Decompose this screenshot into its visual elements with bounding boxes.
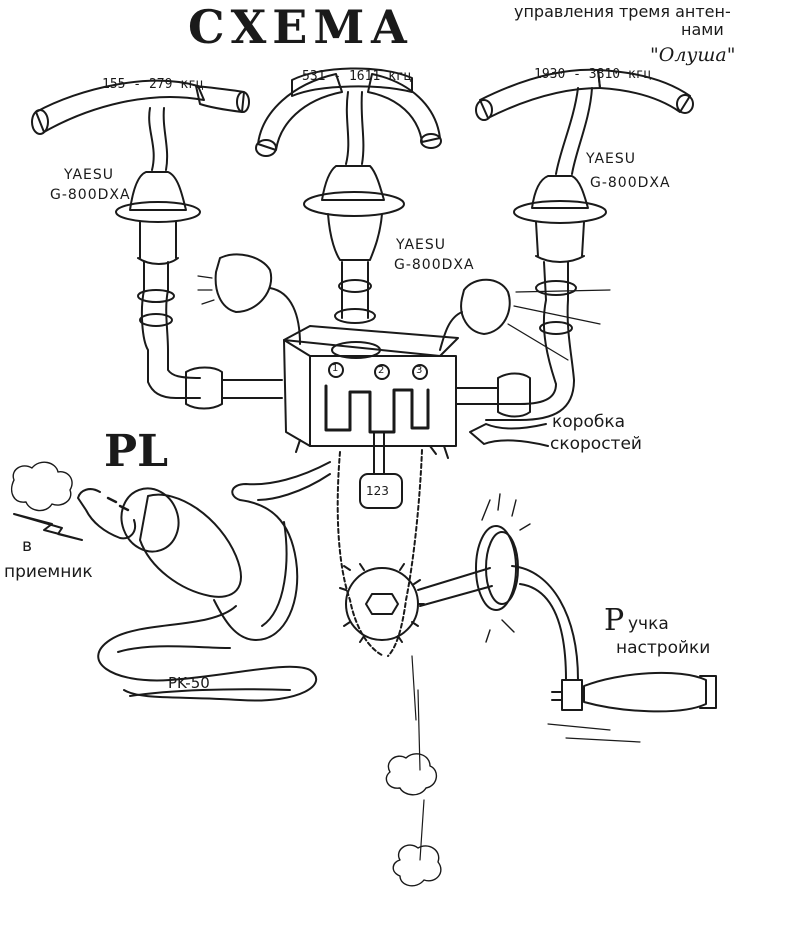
antenna-2-rotator <box>322 166 384 200</box>
antenna-2-arm-left <box>258 74 342 150</box>
cable-from-gearbox <box>214 462 330 640</box>
gear-teeth <box>340 564 424 642</box>
antenna-1-shaft <box>222 380 282 398</box>
pl-signal-cloud <box>12 462 72 510</box>
antenna-1-rotator-body <box>138 222 178 264</box>
antenna-1-mast <box>149 108 167 170</box>
smoke-puff-1 <box>386 754 436 795</box>
antenna-1-motor <box>216 254 272 312</box>
pl-connector-nut <box>113 480 188 559</box>
antenna-3-rotator-label-line-1: YAESU <box>586 152 636 166</box>
scheme-title: СХЕМА <box>188 4 414 50</box>
knob-label-initial: Р <box>604 606 624 636</box>
tuning-handle-collar <box>552 680 582 710</box>
gearbox <box>284 326 458 508</box>
pl-connector-face <box>78 489 135 538</box>
tuning-knob-disk <box>476 526 516 610</box>
antenna-2-rotator-label-line-2: G-800DXA <box>394 258 475 272</box>
tuning-shaft <box>418 568 492 606</box>
gearbox-lever <box>374 432 384 474</box>
antenna-2-collar <box>339 280 371 292</box>
cable-label: PK-50 <box>168 676 210 691</box>
tuning-handle <box>584 673 706 712</box>
gearbox-position-3-label: 3 <box>416 366 422 376</box>
gear-wheel <box>346 568 418 640</box>
gear-nut <box>366 594 398 614</box>
smoke-line <box>412 656 424 860</box>
antenna-1-band-label: 155 - 279 кгц <box>102 78 204 91</box>
antenna-3-rotator-base <box>514 201 606 223</box>
antenna-2-band-label: 531 - 1611 кгц <box>302 70 412 83</box>
gearbox-position-1-label: 1 <box>332 364 338 374</box>
tuning-handle-grip <box>700 676 716 708</box>
knob-label-line-1: учка <box>628 616 669 633</box>
antenna-1-rotator-base <box>116 202 200 222</box>
scheme-subtitle-line-2: нами <box>681 22 724 38</box>
gearbox-side <box>284 340 310 446</box>
antenna-2 <box>256 68 441 358</box>
smoke-trail <box>386 656 441 886</box>
gearbox-feet <box>296 440 448 458</box>
antenna-3-band-label: 1930 - 3810 кгц <box>534 68 651 81</box>
gearbox-top <box>284 326 458 356</box>
knob-label-line-2: настройки <box>616 640 710 657</box>
tuning-knob <box>476 494 716 742</box>
antenna-1-rotator <box>130 172 186 210</box>
antenna-3-rotator-body <box>536 222 584 262</box>
gearbox-label-line-1: коробка <box>552 414 625 431</box>
antenna-1-rotator-label-line-2: G-800DXA <box>50 188 131 202</box>
antenna-3 <box>440 70 693 420</box>
antenna-3-rotator-label-line-2: G-800DXA <box>590 176 671 190</box>
antenna-3-motor <box>461 280 510 334</box>
antenna-1 <box>32 81 300 409</box>
receiver-label-line-1: в <box>22 538 32 555</box>
antenna-2-rotator-base <box>304 192 404 216</box>
tuning-flex-shaft <box>512 566 578 680</box>
antenna-2-arm-right <box>368 74 440 142</box>
antenna-3-coupling <box>498 374 530 417</box>
gearbox-selector-label: 123 <box>366 485 389 497</box>
gearbox-pointer-arrow <box>470 424 548 446</box>
gearbox-position-2-label: 2 <box>378 366 384 376</box>
scheme-subtitle-line-3: "Олуша" <box>650 46 736 65</box>
antenna-1-coupling <box>186 368 222 409</box>
pl-connector-label: PL <box>104 430 168 474</box>
gearbox-label-line-2: скоростей <box>550 436 642 453</box>
cable-pk50 <box>98 462 330 701</box>
receiver-label-line-2: приемник <box>4 564 93 581</box>
antenna-2-rotator-label-line-1: YAESU <box>396 238 446 252</box>
antenna-1-pipe <box>142 262 200 398</box>
antenna-3-shaft <box>456 388 498 404</box>
gearbox-selector-slots <box>326 386 428 432</box>
antenna-3-rotator <box>532 176 588 208</box>
antenna-1-rotator-label-line-1: YAESU <box>64 168 114 182</box>
scheme-subtitle-line-1: управления тремя антен- <box>514 4 731 20</box>
antenna-2-mast <box>346 92 363 164</box>
smoke-puff-2 <box>393 845 441 886</box>
antenna-3-collar <box>536 281 576 295</box>
pl-connector-body <box>140 495 241 597</box>
antenna-1-motor-lines <box>198 276 214 304</box>
antenna-2-rotator-body <box>328 214 382 260</box>
antenna-1-motor-cable <box>270 288 300 344</box>
antenna-3-motor-lines <box>508 290 610 360</box>
tuning-ground-lines <box>548 724 640 742</box>
